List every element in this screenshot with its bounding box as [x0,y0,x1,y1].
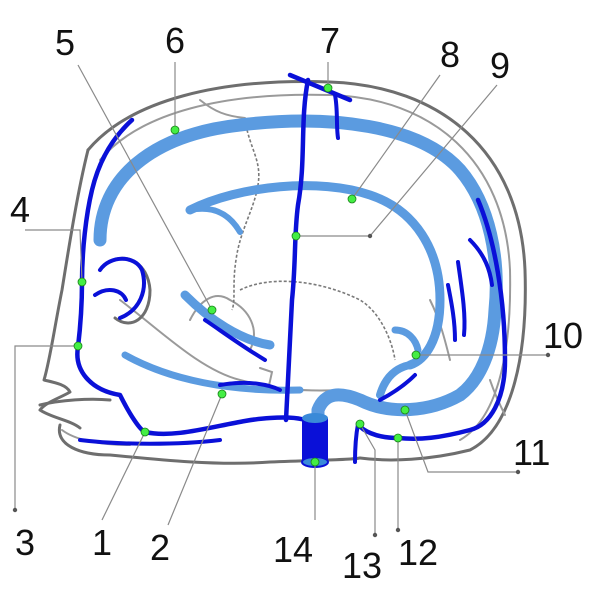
label-8: 8 [440,34,461,75]
label-9: 9 [490,45,511,86]
marker-2 [217,389,227,399]
marker-12 [393,433,403,443]
marker-13 [355,419,365,429]
marker-7 [323,83,333,93]
marker-3 [73,341,83,351]
leader-4 [25,229,83,283]
leader-3 [14,345,78,510]
label-12: 12 [398,532,439,573]
label-10: 10 [543,315,584,356]
leader-lines [14,62,548,535]
leader-11 [404,409,518,473]
leader-ends [12,233,551,538]
marker-1 [140,427,150,437]
leader-1 [101,431,146,521]
label-5: 5 [55,22,76,63]
label-3: 3 [15,522,36,563]
label-7: 7 [320,20,341,61]
jugular-vein [301,413,329,468]
leader-13 [359,423,376,535]
leader-5 [77,64,213,311]
marker-11 [400,405,410,415]
markers [73,83,421,467]
label-2: 2 [150,527,171,568]
marker-8 [347,194,357,204]
label-1: 1 [92,522,113,563]
leader-8 [351,74,441,200]
marker-10 [411,350,421,360]
marker-14 [310,457,320,467]
label-6: 6 [165,20,186,61]
marker-4 [77,277,87,287]
label-11: 11 [513,432,551,473]
marker-6 [170,125,180,135]
dural-sinuses [93,114,503,432]
leader-2 [167,393,223,526]
marker-9 [291,231,301,241]
label-13: 13 [342,545,383,586]
marker-5 [207,305,217,315]
label-4: 4 [10,189,31,230]
label-14: 14 [273,529,314,570]
